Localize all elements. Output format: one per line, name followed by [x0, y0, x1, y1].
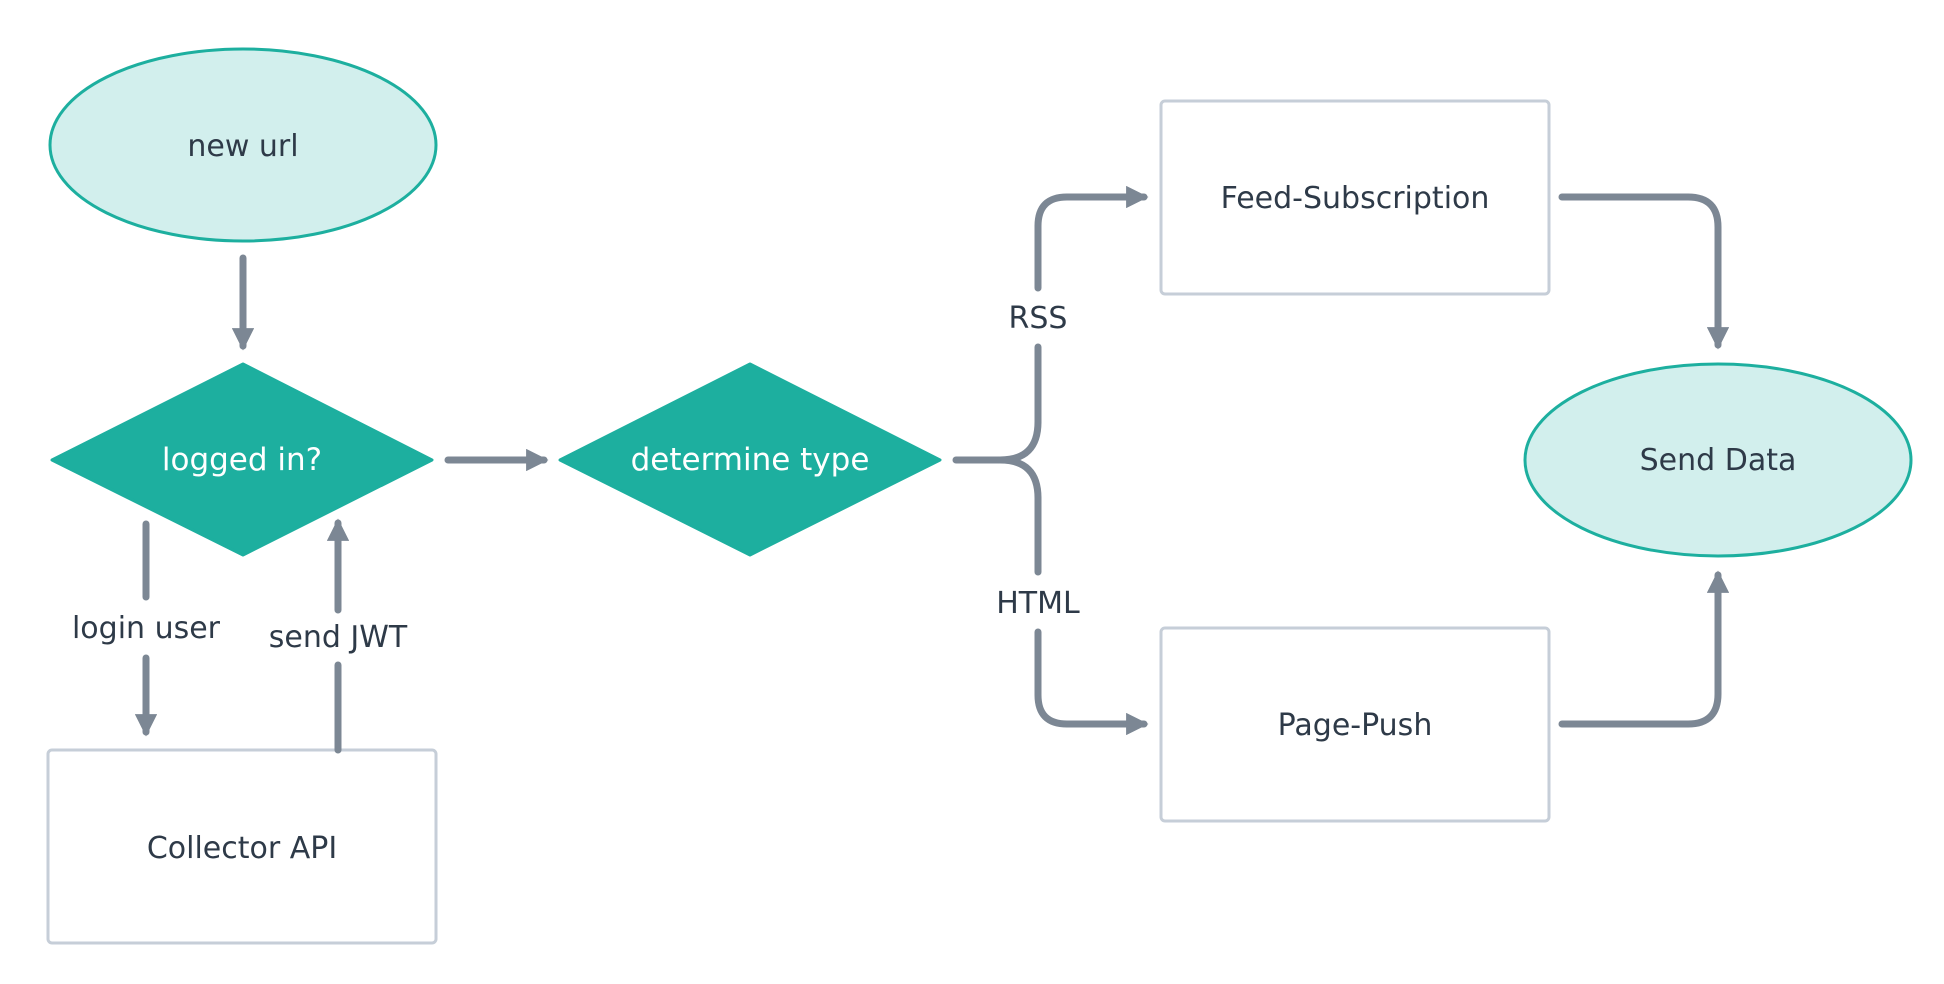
node-feed-subscription-label: Feed-Subscription — [1221, 181, 1490, 216]
node-send-data: Send Data — [1523, 362, 1913, 558]
node-page-push-label: Page-Push — [1278, 708, 1433, 743]
node-new-url-label: new url — [187, 129, 298, 164]
edge-page-push-to-send-data — [1558, 570, 1730, 728]
edge-label-rss: RSS — [1009, 301, 1068, 336]
edge-determine-type-trunk — [952, 418, 1042, 464]
edge-rss-upper — [1034, 185, 1149, 292]
edge-label-login-user: login user — [72, 611, 221, 646]
node-determine-type: determine type — [558, 362, 942, 557]
node-collector-api: Collector API — [46, 748, 438, 945]
edge-determine-type-trunk-down — [996, 456, 1042, 502]
node-determine-type-label: determine type — [631, 442, 870, 478]
node-new-url: new url — [48, 47, 438, 243]
node-send-data-label: Send Data — [1640, 443, 1797, 478]
node-feed-subscription: Feed-Subscription — [1159, 99, 1551, 296]
node-page-push: Page-Push — [1159, 626, 1551, 823]
node-logged-in: logged in? — [50, 362, 434, 557]
node-collector-api-label: Collector API — [147, 831, 337, 866]
edge-label-html: HTML — [996, 586, 1080, 621]
edge-html-lower — [1034, 628, 1149, 736]
edge-feed-subscription-to-send-data — [1558, 193, 1730, 350]
edge-label-send-jwt: send JWT — [269, 620, 408, 655]
node-logged-in-label: logged in? — [162, 442, 322, 478]
